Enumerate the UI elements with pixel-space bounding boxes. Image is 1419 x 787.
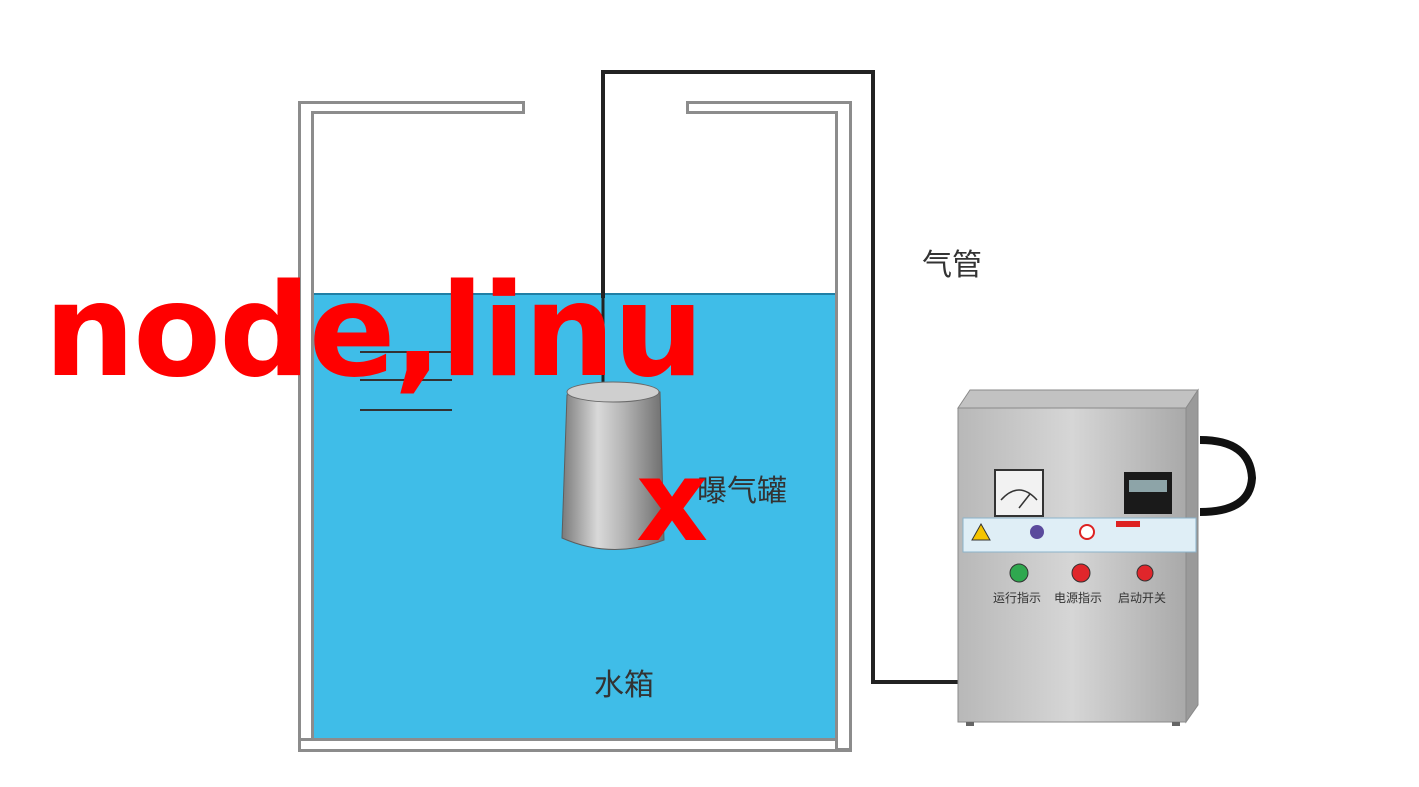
level-sensor xyxy=(360,351,452,411)
power-indicator-label: 电源指示 xyxy=(1054,591,1103,605)
air-pipe xyxy=(601,70,958,684)
run-indicator-label: 运行指示 xyxy=(993,591,1042,605)
water-tank-label: 水箱 xyxy=(594,668,654,703)
ammeter xyxy=(994,469,1044,517)
start-switch xyxy=(1136,564,1154,582)
run-indicator-light xyxy=(1009,563,1029,583)
power-indicator-light xyxy=(1071,563,1091,583)
aeration-tank-label: 曝气罐 xyxy=(697,474,787,509)
water-tank-wall xyxy=(298,101,852,752)
overlay-text-line2: x xyxy=(636,437,709,567)
overlay-text-line1: node,linu xyxy=(44,257,704,406)
air-pipe-label: 气管 xyxy=(922,248,982,283)
timer-display xyxy=(1124,472,1172,514)
aeration-can xyxy=(561,381,665,551)
controller-box xyxy=(957,388,1257,726)
warning-label xyxy=(962,517,1197,553)
start-switch-label: 启动开关 xyxy=(1118,591,1167,605)
